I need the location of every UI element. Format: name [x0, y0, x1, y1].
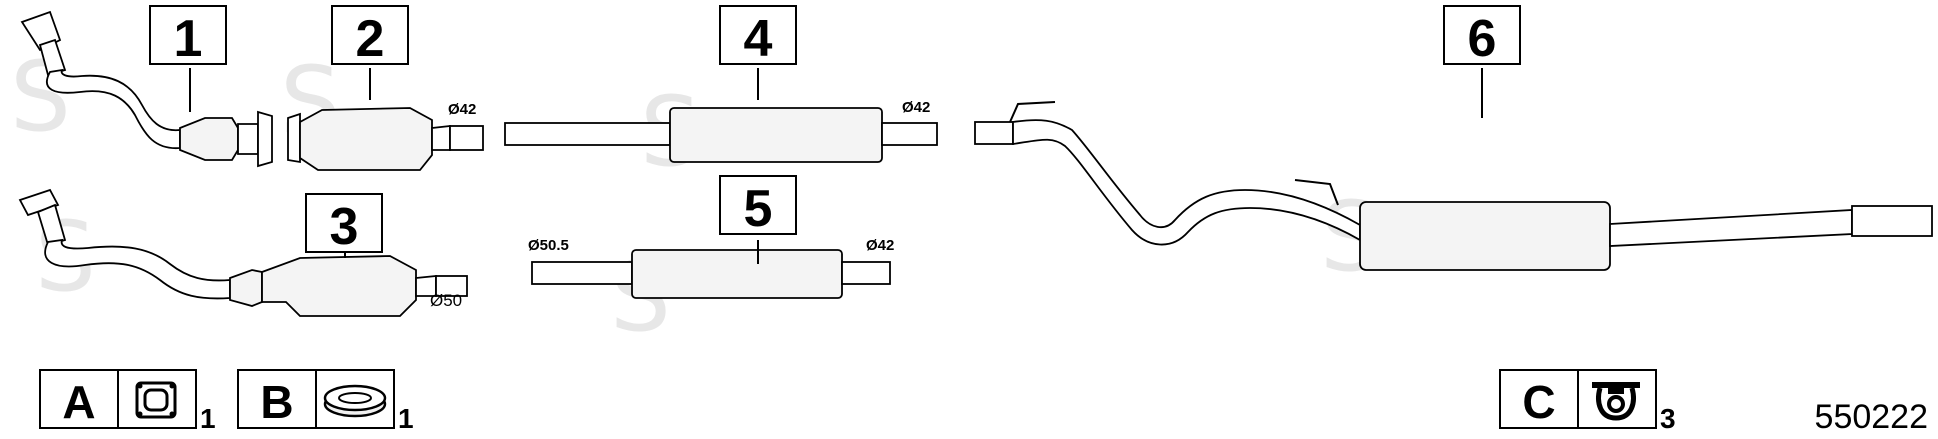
part-3-label: 3	[330, 198, 359, 256]
part-2-outlet-diameter: Ø42	[448, 101, 476, 118]
accessory-b-letter: B	[260, 376, 293, 428]
part-6-silencer-body	[1359, 201, 1611, 271]
part-4-outlet-diameter: Ø42	[902, 99, 930, 116]
part-3-neck	[36, 203, 67, 247]
part-2-body	[299, 107, 433, 171]
part-6-hanger-rear	[1294, 179, 1339, 206]
part-5-label: 5	[744, 180, 773, 238]
watermark-group: S S S S S S	[10, 41, 1381, 353]
square-gasket-icon	[135, 381, 177, 419]
part-5-inlet-pipe	[531, 261, 633, 285]
part-3-flex-joint	[229, 269, 263, 307]
part-3-outlet-pipe	[435, 275, 468, 297]
accessory-c-quantity: 3	[1660, 403, 1676, 434]
diagram-number: 550222	[1815, 398, 1928, 436]
part-1-outlet-flange	[257, 110, 273, 168]
part-4-middle-silencer[interactable]: 4 Ø42	[504, 5, 938, 163]
part-1-front-pipe[interactable]: 1	[20, 5, 273, 168]
part-3-outlet-diameter: Ø50	[430, 291, 462, 310]
part-1-flange	[20, 10, 62, 52]
part-2-label: 2	[356, 10, 385, 68]
accessory-c[interactable]: C 3	[1499, 369, 1676, 434]
part-6-label-box[interactable]	[1443, 5, 1521, 65]
part-2-inlet-flange	[287, 112, 301, 164]
accessory-a-quantity: 1	[200, 403, 216, 434]
accessory-c-letter: C	[1522, 376, 1555, 428]
part-6-rear-silencer[interactable]: 6	[974, 5, 1933, 271]
part-6-label: 6	[1468, 10, 1497, 68]
part-3-label-box[interactable]	[305, 193, 383, 253]
rubber-hanger-icon	[1592, 382, 1640, 421]
part-6-inlet-pipe	[974, 121, 1014, 145]
part-2-outlet-pipe	[449, 125, 484, 151]
part-1-flex-joint	[179, 117, 239, 161]
part-3-flange	[18, 188, 60, 217]
part-3-catalyst-body	[261, 255, 417, 317]
part-5-outlet-pipe	[841, 261, 891, 285]
part-6-tail-pipe	[1609, 209, 1853, 247]
part-5-silencer-body	[631, 249, 843, 299]
part-4-outlet-pipe	[881, 122, 938, 146]
part-5-label-box[interactable]	[719, 175, 797, 235]
part-1-label-box[interactable]	[149, 5, 227, 65]
part-1-outlet	[237, 123, 259, 155]
part-2-catalytic-converter[interactable]: 2 Ø42	[287, 5, 484, 171]
accessory-a-letter-box	[39, 369, 119, 429]
accessory-b[interactable]: B 1	[237, 369, 414, 434]
part-4-inlet-pipe	[504, 122, 671, 146]
part-1-neck	[38, 38, 67, 77]
part-5-inlet-diameter: Ø50.5	[528, 237, 569, 254]
accessory-a-letter: A	[62, 376, 95, 428]
accessory-a[interactable]: A 1	[39, 369, 216, 434]
part-6-tail-tip	[1851, 205, 1933, 237]
part-6-hanger-front	[1009, 101, 1056, 123]
part-3-front-pipe-with-catalyst[interactable]: 3 Ø50	[18, 188, 468, 317]
part-4-label-box[interactable]	[719, 5, 797, 65]
part-4-label: 4	[744, 10, 773, 68]
ring-gasket-icon	[323, 384, 387, 418]
part-4-silencer-body	[669, 107, 883, 163]
part-2-cone	[431, 124, 451, 151]
part-1-label: 1	[174, 10, 203, 68]
accessory-b-letter-box	[237, 369, 317, 429]
part-5-middle-silencer[interactable]: 5 Ø50.5 Ø42	[528, 175, 894, 299]
accessory-b-quantity: 1	[398, 403, 414, 434]
part-5-outlet-diameter: Ø42	[866, 237, 894, 254]
accessory-c-letter-box	[1499, 369, 1579, 429]
part-2-label-box[interactable]	[331, 5, 409, 65]
